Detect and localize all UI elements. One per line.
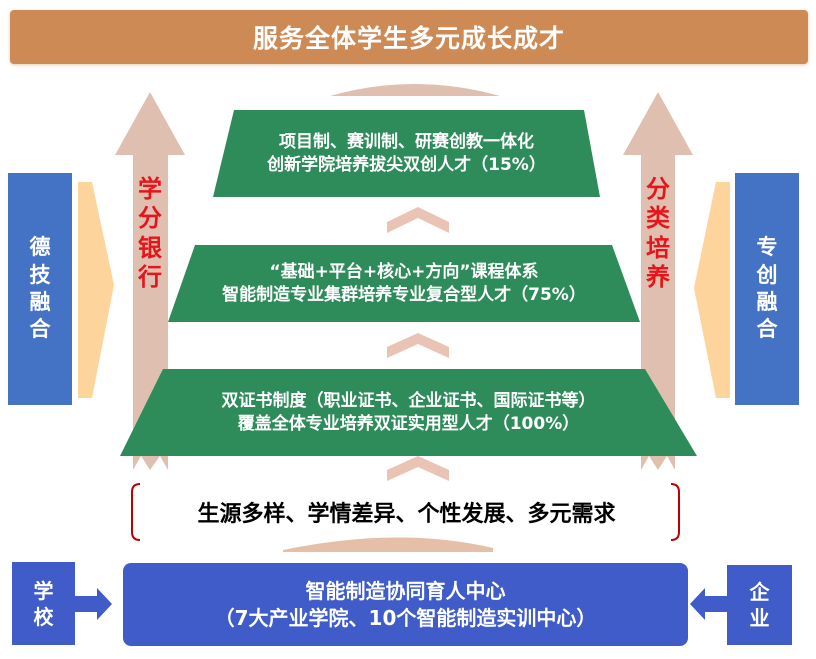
label-char: 银: [138, 233, 162, 262]
mound-top-decoration: [330, 84, 500, 96]
chevron-up-icon: [387, 207, 449, 233]
enterprise-to-center-arrow: [690, 588, 727, 620]
right-up-arrow: [623, 92, 693, 470]
right-bracket: [670, 483, 680, 541]
left-bracket: [131, 483, 141, 541]
tier-bottom: 双证书制度（职业证书、企业证书、国际证书等） 覆盖全体专业培养双证实用型人才（1…: [120, 369, 697, 456]
label-char: 学: [138, 175, 162, 203]
left-box-morality-skill: 德 技 融 合: [8, 173, 72, 405]
school-box: 学 校: [12, 562, 75, 645]
left-peach-arrow: [78, 182, 114, 398]
tier-middle-shape: [168, 245, 640, 322]
label-char: 分: [646, 175, 670, 203]
banner-title: 服务全体学生多元成长成才: [252, 24, 565, 53]
label-char: 分: [138, 204, 162, 233]
label-char: 培: [646, 233, 670, 262]
needs-text: 生源多样、学情差异、个性发展、多元需求: [197, 501, 616, 527]
right-peach-arrow: [694, 182, 730, 398]
chevron-up-icon: [387, 333, 449, 358]
center-subtitle: （7大产业学院、10个智能制造实训中心）: [214, 605, 597, 630]
classified-training-label: 分 类 培 养: [640, 175, 676, 292]
center-title: 智能制造协同育人中心: [305, 578, 506, 603]
label-char: 德: [29, 235, 51, 260]
label-char: 企: [749, 580, 770, 604]
right-box-specialty-innovation: 专 创 融 合: [735, 173, 799, 405]
credit-bank-label: 学 分 银 行: [132, 175, 168, 292]
label-char: 业: [749, 606, 770, 630]
label-char: 合: [29, 317, 51, 342]
label-char: 校: [33, 604, 54, 629]
label-char: 融: [29, 290, 51, 314]
collaborative-center-box: 智能制造协同育人中心 （7大产业学院、10个智能制造实训中心）: [123, 563, 688, 646]
label-char: 合: [756, 317, 778, 342]
tier-top-shape: [213, 110, 600, 197]
tier-bottom-line1: 双证书制度（职业证书、企业证书、国际证书等）: [221, 391, 596, 412]
label-char: 技: [29, 262, 51, 287]
school-to-center-arrow: [75, 588, 112, 620]
label-char: 融: [756, 290, 778, 314]
tier-middle-line2: 智能制造专业集群培养专业复合型人才（75%）: [222, 284, 586, 305]
label-char: 创: [756, 262, 778, 287]
tier-middle: “基础+平台+核心+方向”课程体系 智能制造专业集群培养专业复合型人才（75%）: [168, 245, 640, 322]
label-char: 学: [33, 578, 54, 603]
tier-top-line2: 创新学院培养拔尖双创人才（15%）: [267, 154, 546, 175]
tier-bottom-line2: 覆盖全体专业培养双证实用型人才（100%）: [237, 413, 580, 434]
chevron-up-icon: [387, 456, 449, 481]
label-char: 类: [646, 204, 670, 233]
tier-top: 项目制、赛训制、研赛创教一体化 创新学院培养拔尖双创人才（15%）: [213, 110, 600, 197]
top-banner: 服务全体学生多元成长成才: [10, 10, 808, 64]
mound-bottom-decoration: [283, 537, 493, 552]
student-needs: 生源多样、学情差异、个性发展、多元需求: [130, 483, 683, 540]
tier-top-line1: 项目制、赛训制、研赛创教一体化: [279, 132, 534, 153]
label-char: 养: [646, 262, 670, 291]
tier-bottom-shape: [120, 369, 697, 456]
label-char: 行: [138, 262, 162, 291]
tier-middle-line1: “基础+平台+核心+方向”课程体系: [269, 262, 539, 283]
enterprise-box: 企 业: [727, 565, 792, 645]
label-char: 专: [756, 235, 778, 260]
